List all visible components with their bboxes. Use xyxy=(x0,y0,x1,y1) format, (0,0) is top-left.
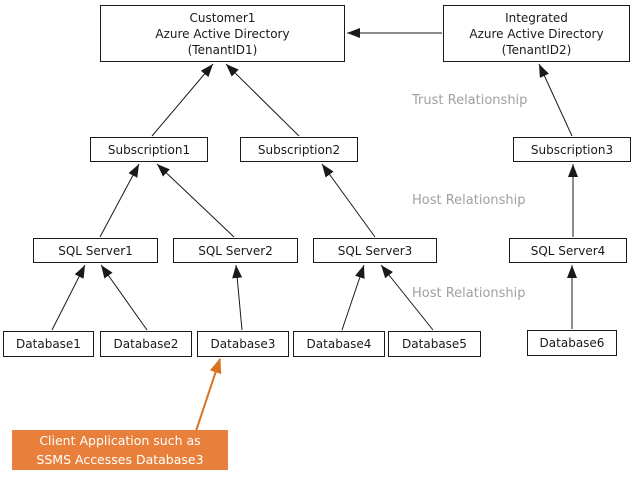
node-database1: Database1 xyxy=(3,331,94,357)
node-customer1-aad: Customer1 Azure Active Directory (Tenant… xyxy=(100,5,345,62)
trust-relationship-label: Trust Relationship xyxy=(412,93,528,108)
edge-database2-to-sql-server1 xyxy=(100,264,148,331)
node-integrated-aad: Integrated Azure Active Directory (Tenan… xyxy=(443,5,630,62)
node-database4: Database4 xyxy=(293,331,385,357)
node-database3: Database3 xyxy=(197,331,289,357)
edge-subscription3-to-integrated-aad xyxy=(538,63,573,137)
edge-database1-to-sql-server1 xyxy=(51,264,86,331)
edge-sql-server1-to-subscription1 xyxy=(99,163,140,238)
edge-database3-to-sql-server2 xyxy=(232,264,243,331)
edge-sql-server2-to-subscription1 xyxy=(156,163,235,238)
host-relationship-label-lower: Host Relationship xyxy=(412,286,526,301)
node-database5: Database5 xyxy=(388,331,481,357)
edge-database4-to-sql-server3 xyxy=(341,264,365,331)
node-database6: Database6 xyxy=(527,330,617,356)
node-sql-server1: SQL Server1 xyxy=(33,238,158,263)
node-sql-server3: SQL Server3 xyxy=(313,238,437,263)
edge-subscription2-to-customer1-aad xyxy=(225,63,300,137)
node-sql-server2: SQL Server2 xyxy=(173,238,298,263)
host-relationship-label-upper: Host Relationship xyxy=(412,193,526,208)
edge-sql-server3-to-subscription2 xyxy=(321,163,376,238)
client-access-arrow xyxy=(195,358,222,432)
node-subscription1: Subscription1 xyxy=(90,137,208,162)
edge-subscription1-to-customer1-aad xyxy=(151,63,214,137)
node-sql-server4: SQL Server4 xyxy=(509,238,627,263)
node-subscription2: Subscription2 xyxy=(240,137,358,162)
client-application-callout: Client Application such as SSMS Accesses… xyxy=(12,430,228,470)
node-subscription3: Subscription3 xyxy=(513,137,631,162)
edge-database5-to-sql-server3 xyxy=(380,264,434,331)
node-database2: Database2 xyxy=(100,331,192,357)
